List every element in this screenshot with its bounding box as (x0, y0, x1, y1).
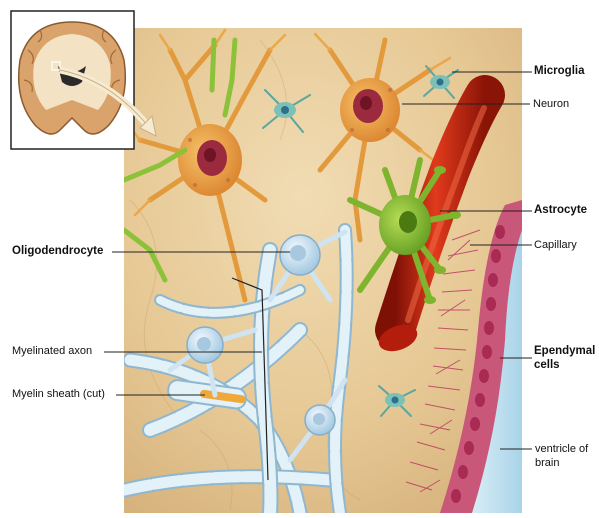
label-myelinated-axon: Myelinated axon (12, 345, 92, 358)
label-astrocyte: Astrocyte (534, 204, 587, 217)
label-neuron: Neuron (533, 98, 569, 111)
label-ventricle-line2: brain (535, 457, 559, 470)
brain-coronal-section-inset (11, 11, 134, 149)
label-ependymal-line2: cells (534, 359, 560, 372)
label-microglia: Microglia (534, 65, 584, 78)
label-capillary: Capillary (534, 239, 577, 252)
label-myelin-sheath-cut: Myelin sheath (cut) (12, 388, 105, 401)
label-ventricle-line1: ventricle of (535, 443, 588, 456)
label-ependymal-line1: Ependymal (534, 345, 595, 358)
label-oligodendrocyte: Oligodendrocyte (12, 245, 103, 258)
